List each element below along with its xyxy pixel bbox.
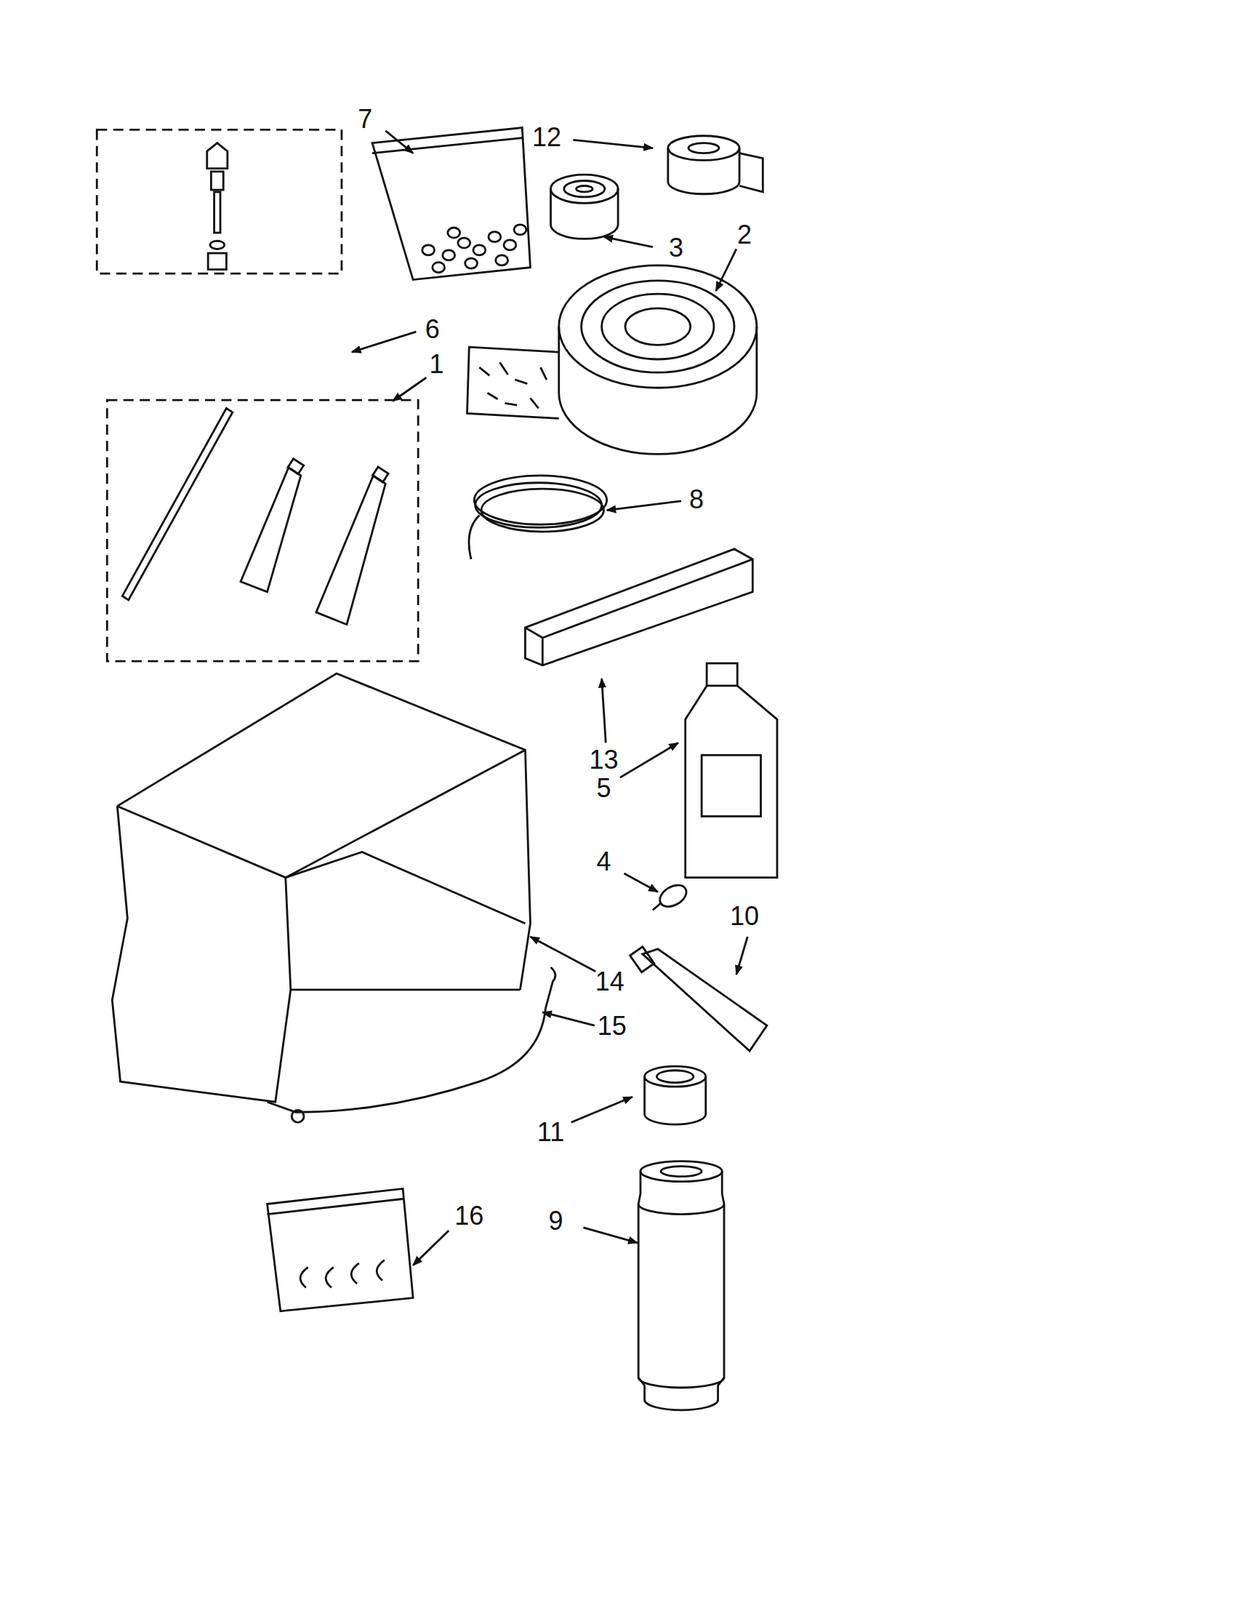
callout-number: 13	[588, 746, 618, 773]
callout-number: 12	[532, 124, 562, 151]
callout-number: 5	[596, 774, 611, 802]
callout-number: 9	[548, 1207, 564, 1234]
callout-number: 15	[597, 1012, 627, 1039]
callout-number: 6	[425, 316, 440, 343]
callout-number: 8	[689, 486, 704, 513]
callout-number: 3	[668, 234, 684, 261]
callout-number: 11	[537, 1118, 565, 1146]
callout-number: 2	[737, 221, 752, 248]
callout-number: 7	[357, 106, 373, 133]
callout-number: 1	[428, 351, 444, 378]
callout-number: 14	[595, 968, 625, 995]
callout-number: 16	[454, 1202, 484, 1229]
callout-number: 10	[729, 902, 759, 930]
callout-number: 4	[596, 848, 611, 875]
